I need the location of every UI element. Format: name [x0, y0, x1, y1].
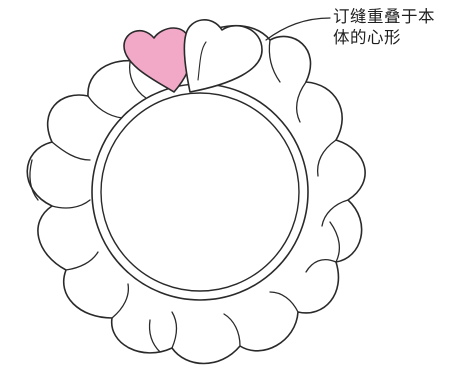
callout-text: 订缝重叠于本 体的心形 [333, 6, 468, 48]
callout-line-2: 体的心形 [333, 28, 401, 47]
white-heart [183, 19, 263, 93]
callout-line-1: 订缝重叠于本 [333, 7, 435, 26]
white-heart-stitch [197, 41, 207, 81]
fold-lines [29, 39, 349, 353]
callout-leader-line [265, 17, 331, 41]
center-opening-inner [100, 92, 300, 292]
